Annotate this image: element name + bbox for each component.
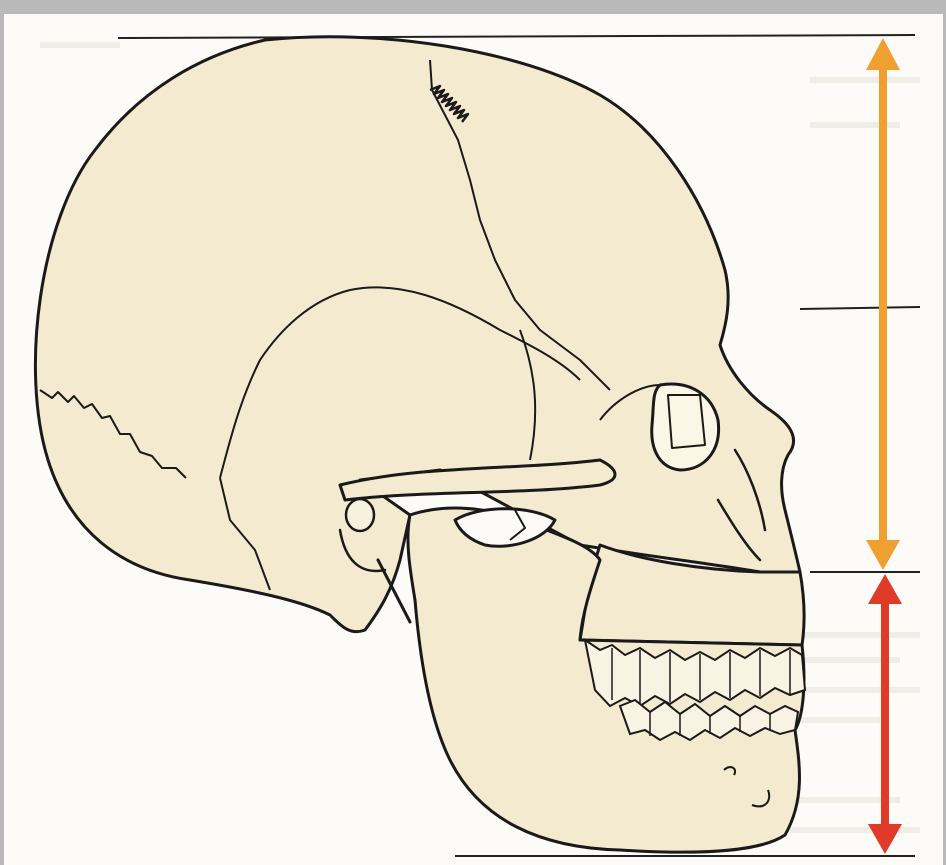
lower-arrow-head-top <box>868 574 902 604</box>
upper-arrow-head-bottom <box>866 540 900 570</box>
upper-proportion-arrow <box>866 38 900 570</box>
brow-reference-line <box>800 307 920 309</box>
lower-proportion-arrow <box>868 574 902 854</box>
ear-canal <box>346 499 374 531</box>
lower-arrow-head-bottom <box>868 824 902 854</box>
upper-arrow-head-top <box>866 38 900 70</box>
top-reference-line <box>118 35 915 38</box>
